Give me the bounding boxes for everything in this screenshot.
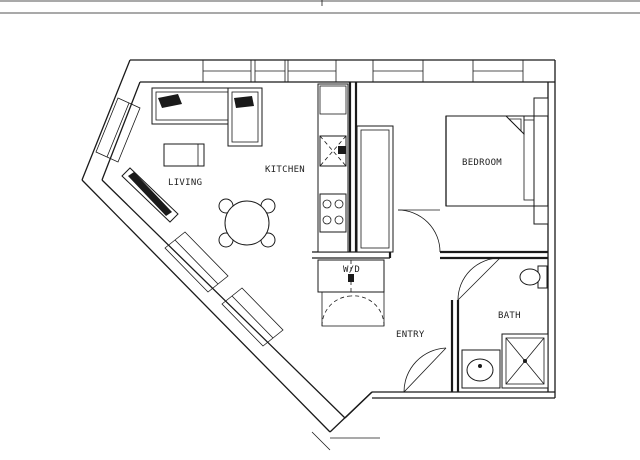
- interior-walls: [312, 82, 548, 392]
- exterior-walls: [81, 59, 556, 451]
- kitchen-label: KITCHEN: [265, 165, 305, 175]
- header-rules: [0, 0, 640, 14]
- bedroom-furniture: [445, 97, 549, 225]
- kitchen-counter: [317, 83, 349, 253]
- bedroom-label: BEDROOM: [462, 158, 502, 168]
- bath-label: BATH: [498, 311, 521, 321]
- doors: [397, 209, 501, 393]
- bath-fixtures: [461, 265, 549, 389]
- living-furniture: [121, 87, 276, 248]
- washer-dryer: [317, 259, 385, 327]
- wd-label: W/D: [343, 265, 360, 275]
- living-label: LIVING: [168, 178, 202, 188]
- entry-label: ENTRY: [396, 330, 425, 340]
